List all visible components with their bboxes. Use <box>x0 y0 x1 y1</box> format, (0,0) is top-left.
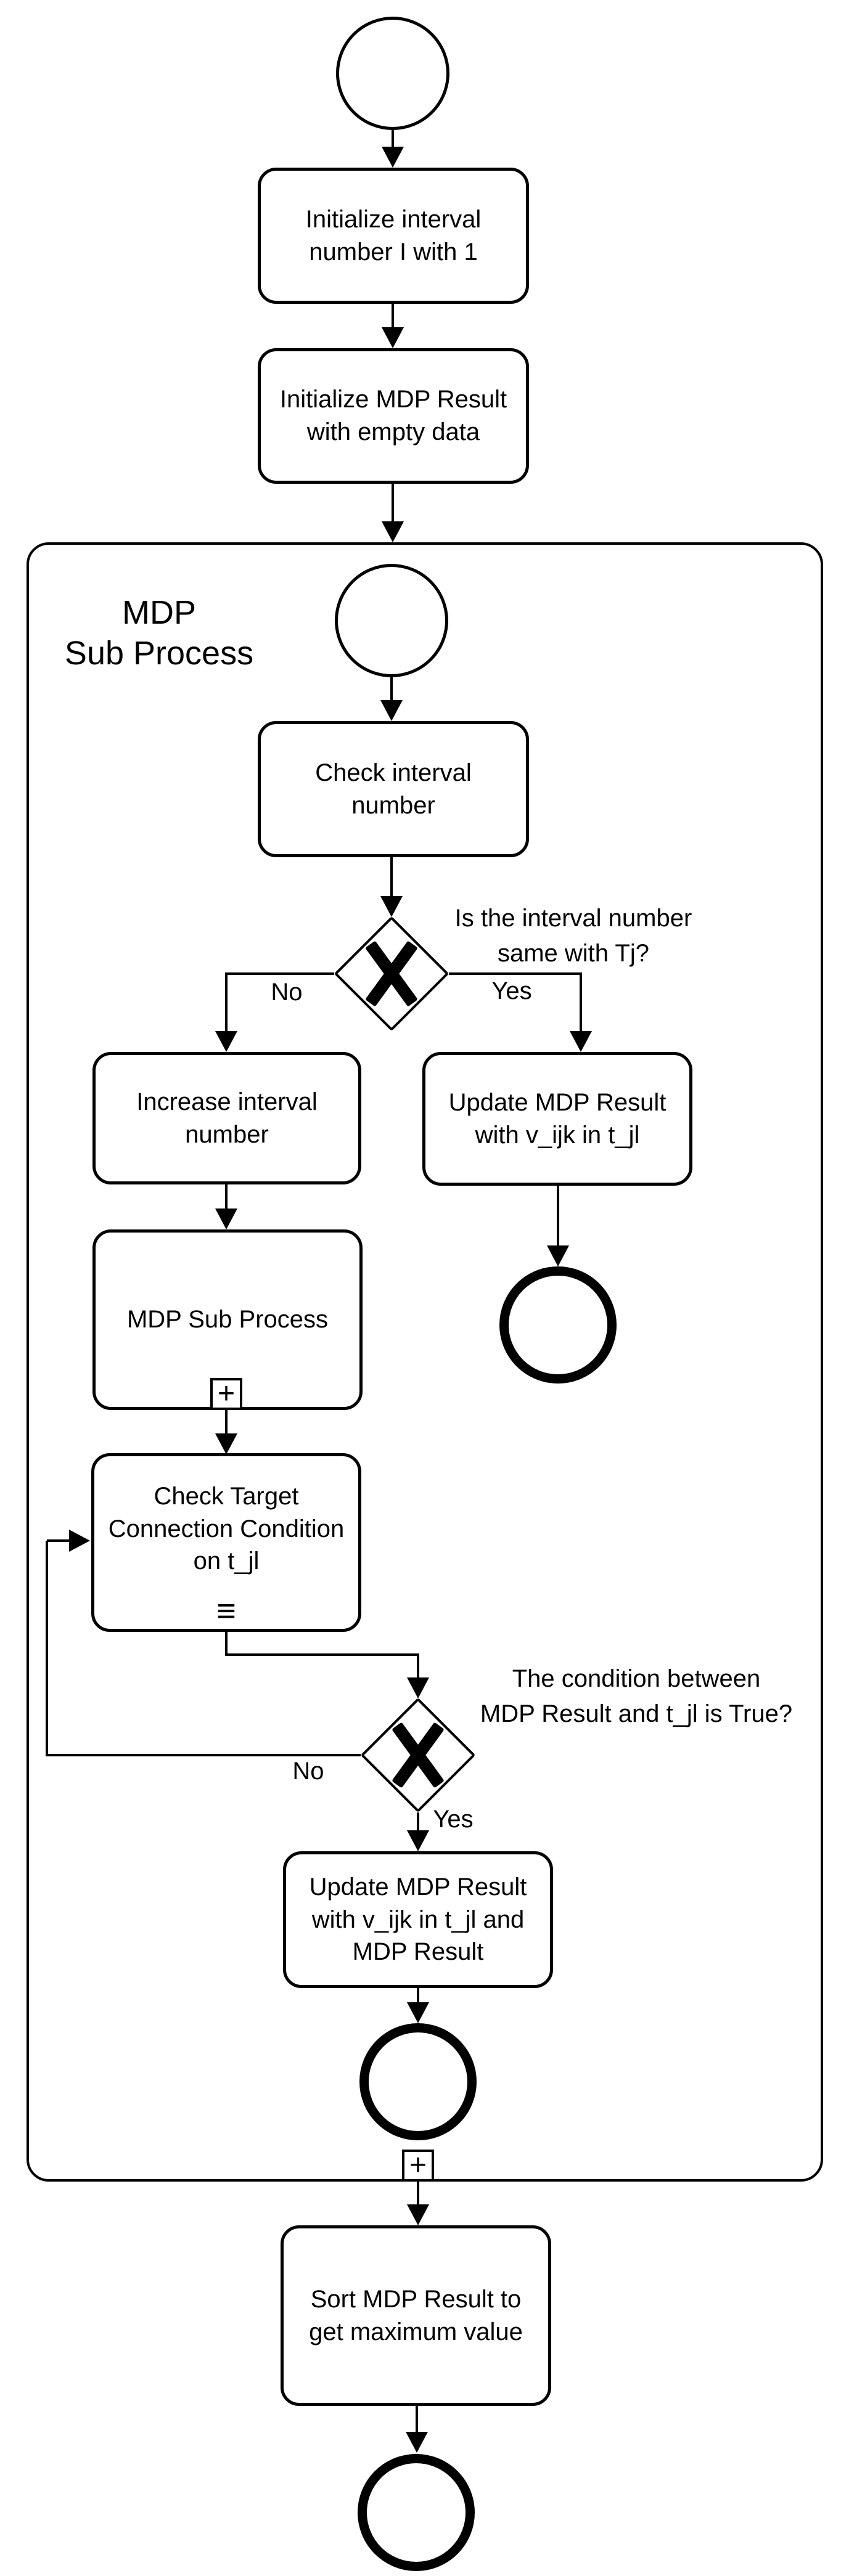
task-increase-interval: Increase interval number <box>92 1052 361 1184</box>
task-update-mdp-tjl: Update MDP Result with v_ijk in t_jl <box>422 1052 692 1186</box>
flow-line <box>417 1988 419 2003</box>
gateway-question-label: The condition between MDP Result and t_j… <box>480 1665 793 1727</box>
flow-line <box>580 972 582 1032</box>
subprocess-container-label: MDP Sub Process <box>64 594 254 672</box>
flow-line <box>225 1410 228 1435</box>
branch-label-yes: Yes <box>491 977 532 1005</box>
flow-line <box>392 304 394 328</box>
arrowhead-down-icon <box>382 327 404 348</box>
loop-marker-icon: ≡ <box>216 1592 236 1629</box>
final-end-event-circle <box>358 2454 475 2571</box>
flow-line <box>390 677 393 701</box>
flow-line <box>46 1541 48 1756</box>
arrowhead-down-icon <box>215 1031 237 1052</box>
task-label: Increase interval number <box>136 1088 318 1148</box>
flow-line <box>225 1184 228 1210</box>
flow-line <box>390 857 393 897</box>
task-label: Update MDP Result with v_ijk in t_jl and… <box>309 1873 527 1966</box>
flow-line <box>417 1653 419 1679</box>
task-label: Initialize interval number I with 1 <box>305 205 482 266</box>
arrowhead-down-icon <box>570 1031 592 1052</box>
inner-start-event-circle <box>335 564 448 677</box>
task-label: Sort MDP Result to get maximum value <box>309 2285 523 2346</box>
flow-line <box>225 1653 419 1656</box>
task-label: Update MDP Result with v_ijk in t_jl <box>448 1088 667 1149</box>
end-event-circle <box>359 2023 477 2140</box>
gateway-question-label: Is the interval number same with Tj? <box>454 905 692 967</box>
gateway-x-icon <box>355 937 429 1011</box>
arrowhead-down-icon <box>407 2204 429 2225</box>
flow-line <box>449 972 581 975</box>
arrowhead-down-icon <box>382 521 404 542</box>
task-sort-mdp-result: Sort MDP Result to get maximum value <box>281 2225 551 2406</box>
task-label: Initialize MDP Result with empty data <box>279 386 507 446</box>
flow-line <box>417 1812 419 1832</box>
start-event-circle <box>336 17 449 130</box>
flow-line <box>392 484 394 523</box>
subprocess-plus-icon: + <box>402 2150 434 2182</box>
flow-line <box>47 1539 69 1542</box>
subprocess-plus-icon: + <box>210 1378 242 1410</box>
flow-line <box>416 2406 418 2433</box>
arrowhead-down-icon <box>407 1677 429 1698</box>
task-update-mdp-combined: Update MDP Result with v_ijk in t_jl and… <box>283 1851 553 1988</box>
arrowhead-down-icon <box>215 1209 237 1229</box>
arrowhead-down-icon <box>407 2002 429 2023</box>
task-check-interval: Check interval number <box>258 721 529 857</box>
branch-label-no: No <box>292 1758 324 1785</box>
branch-label-no: No <box>271 979 303 1006</box>
task-check-target-condition: Check Target Connection Condition on t_j… <box>91 1453 361 1632</box>
task-initialize-mdp-result: Initialize MDP Result with empty data <box>258 348 529 484</box>
task-initialize-interval: Initialize interval number I with 1 <box>258 168 529 304</box>
flow-line <box>225 1632 228 1656</box>
task-label: Check Target Connection Condition on t_j… <box>108 1482 345 1575</box>
arrowhead-down-icon <box>382 147 404 168</box>
flow-line <box>226 972 334 975</box>
arrowhead-right-icon <box>69 1530 90 1552</box>
task-label: Check interval number <box>315 759 472 819</box>
arrowhead-down-icon <box>380 896 403 917</box>
flow-line <box>225 972 228 1032</box>
arrowhead-down-icon <box>407 1830 429 1851</box>
arrowhead-down-icon <box>380 700 403 721</box>
flow-line <box>557 1186 559 1247</box>
flow-line <box>392 130 394 148</box>
gateway-x-icon <box>381 1718 455 1792</box>
task-label: MDP Sub Process <box>126 1306 329 1334</box>
end-event-circle <box>499 1266 617 1384</box>
flow-line <box>417 2182 419 2206</box>
arrowhead-down-icon <box>547 1245 569 1266</box>
arrowhead-down-icon <box>406 2432 428 2453</box>
flow-line <box>47 1754 361 1756</box>
arrowhead-down-icon <box>215 1433 237 1454</box>
branch-label-yes: Yes <box>433 1806 474 1833</box>
